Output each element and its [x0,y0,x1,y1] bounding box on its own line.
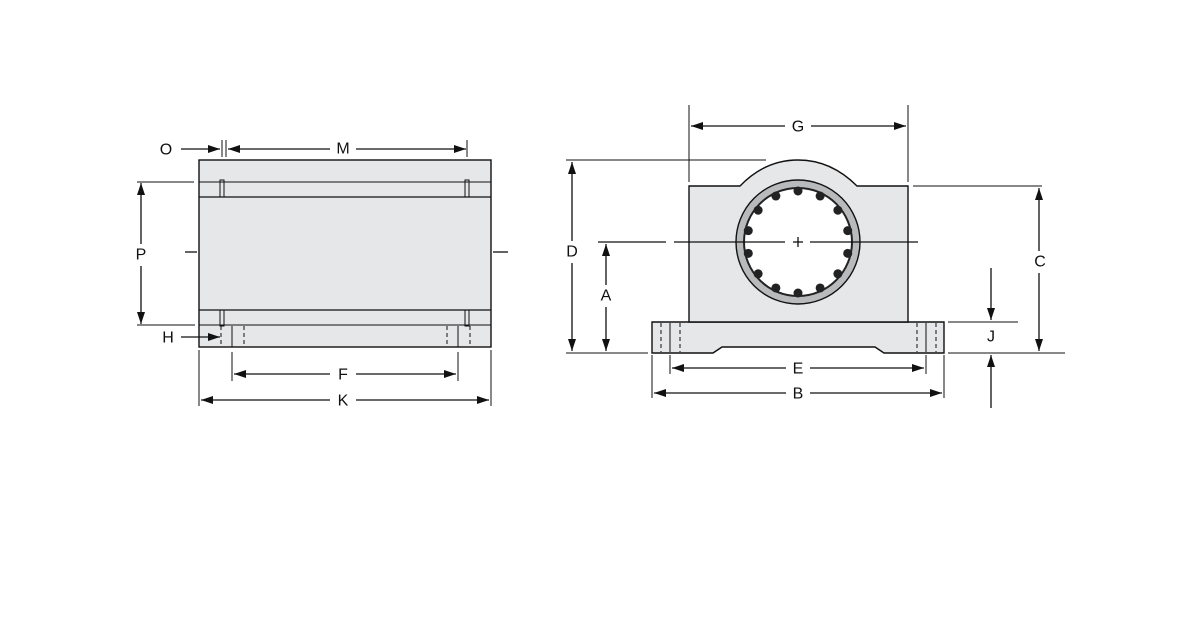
label-J: J [987,329,995,346]
side-view [185,159,508,348]
ball-track-tooth [843,248,853,258]
dimension-M: M [228,140,468,158]
label-A: A [601,288,612,305]
side-view-body [198,159,492,348]
base-plate [651,321,945,354]
label-E: E [793,361,804,378]
dimension-D: D [566,159,766,354]
label-C: C [1034,254,1046,271]
ball-track-tooth [815,191,825,201]
retaining-pin-top-right [464,179,470,198]
dimension-P: P [136,181,195,326]
label-B: B [793,386,804,403]
label-H: H [162,330,174,347]
ball-track-tooth [793,288,803,298]
retaining-pin-bottom-right [464,309,470,327]
ball-track-tooth [793,186,803,196]
ball-track-tooth [771,283,781,293]
ball-track-tooth [743,226,753,236]
dimension-E: E [669,355,927,378]
dimension-C: C [913,185,1065,354]
dimension-A: A [601,244,612,351]
ball-track-teeth [743,186,853,298]
dimension-F: F [231,352,459,384]
retaining-pin-bottom-left [219,309,225,327]
dimension-J: J [948,268,1018,408]
ball-track-tooth [771,191,781,201]
ball-track-tooth [743,248,753,258]
dimension-G: G [688,105,909,182]
retaining-pin-top-left [219,179,225,198]
label-G: G [792,119,804,136]
label-M: M [336,141,349,158]
label-K: K [338,393,349,410]
ball-track-tooth [833,269,843,279]
dimension-O: O [160,140,227,159]
ball-track-tooth [815,283,825,293]
end-view [598,159,945,354]
dimension-B: B [651,355,945,403]
ball-track-tooth [753,205,763,215]
label-O: O [160,142,172,159]
ball-track-tooth [833,205,843,215]
dimension-K: K [198,350,492,410]
ball-track-tooth [753,269,763,279]
label-D: D [566,244,578,261]
label-P: P [136,247,147,264]
label-F: F [338,367,348,384]
ball-track-tooth [843,226,853,236]
dimension-H: H [162,330,220,347]
